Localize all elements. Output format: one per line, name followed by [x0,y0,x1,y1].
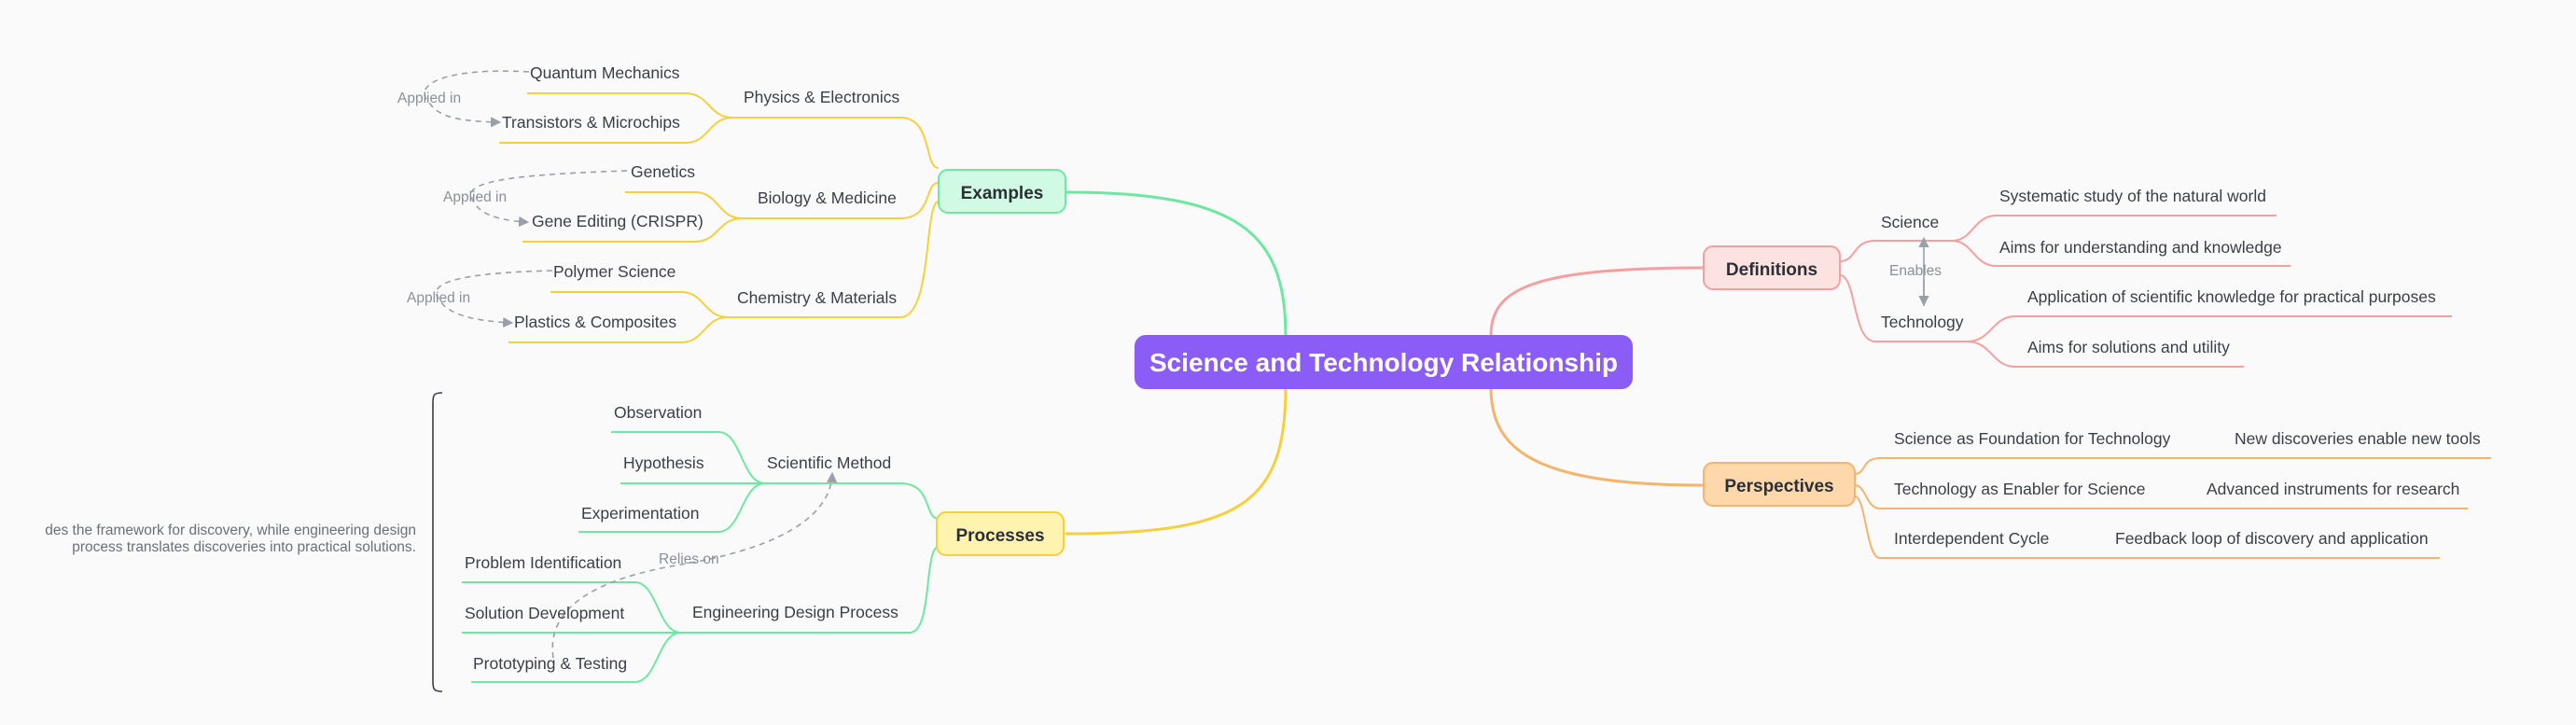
connector-central-perspectives [1489,386,1705,487]
relation-label-enables: Enables [1889,263,1942,279]
topic-science-def-2[interactable]: Aims for understanding and knowledge [1999,238,2282,257]
topic-physics-electronics[interactable]: Physics & Electronics [744,88,900,106]
central-topic[interactable]: Science and Technology Relationship [1135,335,1633,389]
topic-hypothesis[interactable]: Hypothesis [623,453,704,472]
branch-definitions[interactable]: Definitions [1703,245,1841,290]
topic-technology-def-2[interactable]: Aims for solutions and utility [2027,338,2230,356]
examples-connectors [499,92,940,343]
relation-label-chemistry: Applied in [407,290,470,306]
topic-observation[interactable]: Observation [614,403,702,422]
connector-central-examples [1065,190,1288,337]
branch-processes[interactable]: Processes [936,511,1065,556]
topic-chemistry-materials[interactable]: Chemistry & Materials [737,288,897,307]
topic-problem-identification[interactable]: Problem Identification [465,553,621,572]
perspectives-connectors [1854,457,2491,559]
topic-prototyping-testing[interactable]: Prototyping & Testing [473,654,627,673]
topic-science-def-1[interactable]: Systematic study of the natural world [1999,187,2266,205]
topic-technology-def-1[interactable]: Application of scientific knowledge for … [2027,287,2436,306]
branch-perspectives-label: Perspectives [1724,477,1833,496]
relation-label-physics: Applied in [397,91,461,106]
definitions-connectors [1839,215,2452,368]
topic-polymer-science[interactable]: Polymer Science [553,262,675,281]
topic-scientific-method[interactable]: Scientific Method [767,453,891,472]
topic-science[interactable]: Science [1881,213,1939,231]
topic-gene-editing[interactable]: Gene Editing (CRISPR) [532,212,703,230]
topic-advanced-instruments[interactable]: Advanced instruments for research [2207,480,2459,498]
summary-line-1: des the framework for discovery, while e… [45,523,416,538]
topic-feedback-loop[interactable]: Feedback loop of discovery and applicati… [2115,529,2429,548]
branch-examples-label: Examples [961,184,1044,203]
connector-central-definitions [1489,266,1705,337]
processes-connectors [462,431,940,683]
topic-new-discoveries[interactable]: New discoveries enable new tools [2235,429,2481,448]
topic-interdependent-cycle[interactable]: Interdependent Cycle [1894,529,2049,548]
topic-science-foundation[interactable]: Science as Foundation for Technology [1894,429,2171,448]
topic-plastics-composites[interactable]: Plastics & Composites [514,313,676,331]
summary-bracket [432,392,443,692]
topic-engineering-design[interactable]: Engineering Design Process [692,603,898,621]
branch-definitions-label: Definitions [1726,260,1817,280]
central-topic-label: Science and Technology Relationship [1149,348,1618,377]
topic-experimentation[interactable]: Experimentation [581,504,699,523]
central-topic-box [1135,335,1633,389]
examples-relations [424,70,628,328]
topic-genetics[interactable]: Genetics [631,162,695,181]
topic-technology-enabler[interactable]: Technology as Enabler for Science [1894,480,2145,498]
processes-relation [551,471,838,659]
relation-label-relies-on: Relies on [659,551,719,567]
topic-solution-development[interactable]: Solution Development [465,604,624,622]
branch-perspectives[interactable]: Perspectives [1703,462,1856,507]
relation-label-biology: Applied in [443,189,507,205]
summary-line-2: process translates discoveries into prac… [72,539,416,555]
connector-central-processes [1065,386,1288,536]
topic-transistors-microchips[interactable]: Transistors & Microchips [502,113,680,132]
branch-examples[interactable]: Examples [938,169,1066,214]
topic-quantum-mechanics[interactable]: Quantum Mechanics [530,63,680,82]
topic-technology[interactable]: Technology [1881,313,1964,331]
branch-processes-label: Processes [955,526,1044,546]
topic-biology-medicine[interactable]: Biology & Medicine [758,188,897,207]
